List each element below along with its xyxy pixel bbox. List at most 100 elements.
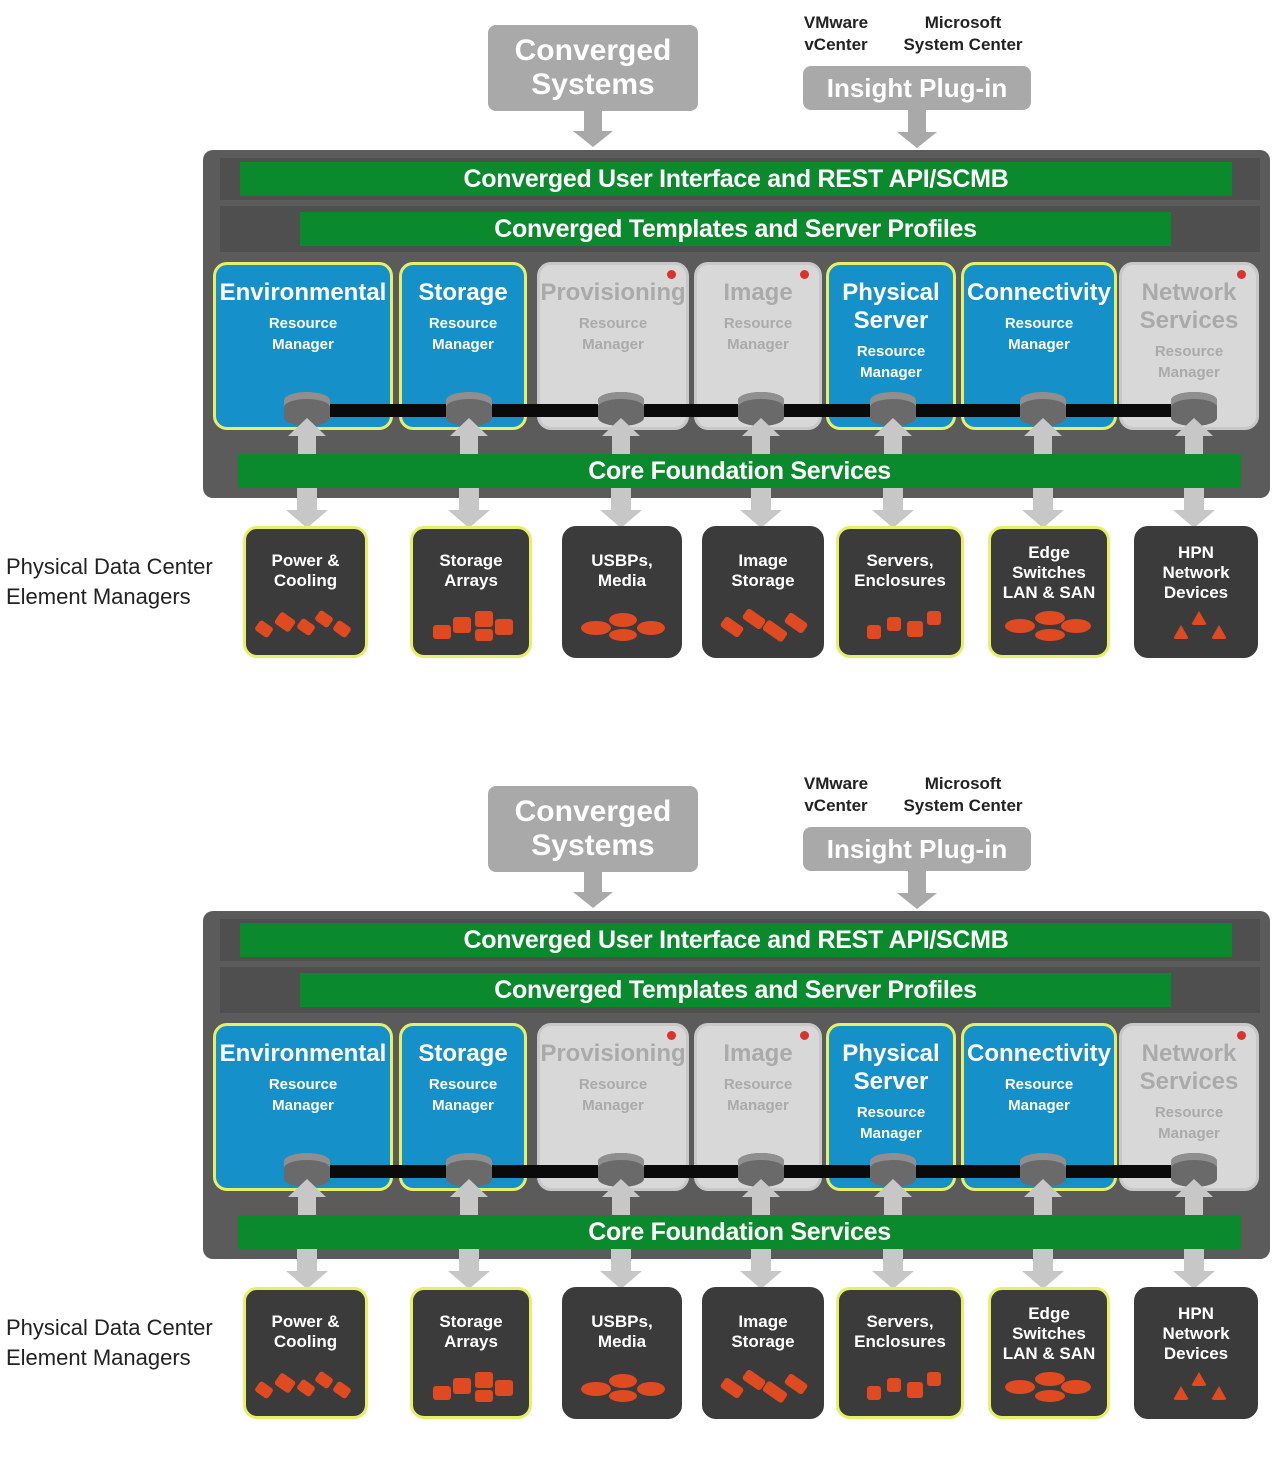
device-cluster-icon xyxy=(705,607,821,643)
resource-manager-title: Provisioning xyxy=(540,1040,686,1067)
device-shape-icon xyxy=(581,621,611,635)
resource-manager-title: Storage xyxy=(418,279,508,306)
element-manager-title: HPN Network Devices xyxy=(1162,543,1230,602)
device-shape-icon xyxy=(1035,629,1065,641)
core-foundation-services-bar: Core Foundation Services xyxy=(238,454,1241,488)
element-manager-title: USBPs, Media xyxy=(591,1312,653,1351)
resource-manager-title: Physical Server xyxy=(842,279,940,334)
device-shape-icon xyxy=(495,619,513,635)
device-shape-icon xyxy=(867,1386,881,1400)
resource-manager-title: Provisioning xyxy=(540,279,686,306)
device-shape-icon xyxy=(637,1382,665,1396)
element-manager-title: Edge Switches LAN & SAN xyxy=(1002,1304,1096,1363)
device-shape-icon xyxy=(433,1386,451,1400)
device-cluster-icon xyxy=(839,1368,961,1402)
element-manager-2: USBPs, Media xyxy=(562,1287,682,1419)
microsoft-system-center-label: Microsoft System Center xyxy=(903,774,1023,815)
status-dot-icon xyxy=(800,270,809,279)
device-shape-icon xyxy=(783,611,809,635)
device-shape-icon xyxy=(1211,1386,1227,1400)
element-manager-title: Storage Arrays xyxy=(439,551,503,590)
insight-plugin-box: Insight Plug-in xyxy=(803,827,1031,871)
element-manager-6: HPN Network Devices xyxy=(1134,1287,1258,1419)
device-shape-icon xyxy=(1191,611,1207,625)
device-cluster-icon xyxy=(705,1368,821,1404)
device-shape-icon xyxy=(609,1374,637,1388)
device-cluster-icon xyxy=(1137,607,1255,641)
device-cluster-icon xyxy=(246,1368,365,1402)
core-foundation-services-bar: Core Foundation Services xyxy=(238,1215,1241,1249)
element-manager-4: Servers, Enclosures xyxy=(836,1287,964,1419)
device-cluster-icon xyxy=(565,1368,679,1402)
device-shape-icon xyxy=(453,617,471,633)
resource-manager-subtitle: Resource Manager xyxy=(1154,343,1224,381)
device-shape-icon xyxy=(1173,1386,1189,1400)
converged-ui-rest-api-bar: Converged User Interface and REST API/SC… xyxy=(240,162,1232,196)
device-shape-icon xyxy=(254,619,274,639)
element-manager-title: Servers, Enclosures xyxy=(854,1312,946,1351)
converged-systems-box: Converged Systems xyxy=(488,786,698,872)
resource-manager-subtitle: Resource Manager xyxy=(1154,1104,1224,1142)
resource-manager-subtitle: Resource Manager xyxy=(1004,315,1074,353)
status-dot-icon xyxy=(667,270,676,279)
element-manager-title: Power & Cooling xyxy=(271,551,340,590)
device-shape-icon xyxy=(637,621,665,635)
element-manager-0: Power & Cooling xyxy=(243,1287,368,1419)
device-shape-icon xyxy=(1061,1380,1091,1394)
element-manager-3: Image Storage xyxy=(702,1287,824,1419)
physical-dc-element-managers-label: Physical Data Center Element Managers xyxy=(6,554,213,609)
resource-manager-title: Image xyxy=(723,279,793,306)
device-shape-icon xyxy=(907,621,923,637)
device-shape-icon xyxy=(475,1390,493,1402)
resource-manager-subtitle: Resource Manager xyxy=(1004,1076,1074,1114)
resource-manager-title: Environmental xyxy=(219,1040,387,1067)
element-manager-3: Image Storage xyxy=(702,526,824,658)
device-shape-icon xyxy=(887,617,901,631)
device-shape-icon xyxy=(296,1378,316,1398)
device-shape-icon xyxy=(332,619,352,639)
device-cluster-icon xyxy=(991,1368,1107,1402)
device-shape-icon xyxy=(273,611,297,633)
element-manager-0: Power & Cooling xyxy=(243,526,368,658)
physical-dc-element-managers-label: Physical Data Center Element Managers xyxy=(6,1315,213,1370)
device-shape-icon xyxy=(1061,619,1091,633)
element-manager-6: HPN Network Devices xyxy=(1134,526,1258,658)
device-shape-icon xyxy=(907,1382,923,1398)
device-cluster-icon xyxy=(413,607,529,641)
device-cluster-icon xyxy=(246,607,365,641)
resource-manager-title: Network Services xyxy=(1139,1040,1239,1095)
element-manager-title: HPN Network Devices xyxy=(1162,1304,1230,1363)
device-cluster-icon xyxy=(839,607,961,641)
device-shape-icon xyxy=(433,625,451,639)
device-shape-icon xyxy=(609,1390,637,1402)
device-shape-icon xyxy=(475,1372,493,1388)
device-cluster-icon xyxy=(413,1368,529,1402)
converged-templates-bar: Converged Templates and Server Profiles xyxy=(300,212,1171,246)
device-shape-icon xyxy=(1005,619,1035,633)
element-manager-1: Storage Arrays xyxy=(410,1287,532,1419)
element-manager-title: Edge Switches LAN & SAN xyxy=(1002,543,1096,602)
insight-plugin-box: Insight Plug-in xyxy=(803,66,1031,110)
device-shape-icon xyxy=(927,1372,941,1386)
device-cluster-icon xyxy=(1137,1368,1255,1402)
vmware-vcenter-label: VMware vCenter xyxy=(803,774,869,815)
device-shape-icon xyxy=(867,625,881,639)
status-dot-icon xyxy=(667,1031,676,1040)
element-manager-1: Storage Arrays xyxy=(410,526,532,658)
resource-manager-title: Connectivity xyxy=(966,279,1112,306)
resource-manager-subtitle: Resource Manager xyxy=(856,343,926,381)
resource-manager-subtitle: Resource Manager xyxy=(856,1104,926,1142)
device-shape-icon xyxy=(475,629,493,641)
resource-manager-title: Image xyxy=(723,1040,793,1067)
device-shape-icon xyxy=(475,611,493,627)
vmware-vcenter-label: VMware vCenter xyxy=(803,13,869,54)
device-shape-icon xyxy=(609,629,637,641)
device-shape-icon xyxy=(719,1376,745,1400)
device-shape-icon xyxy=(719,615,745,639)
device-shape-icon xyxy=(1173,625,1189,639)
